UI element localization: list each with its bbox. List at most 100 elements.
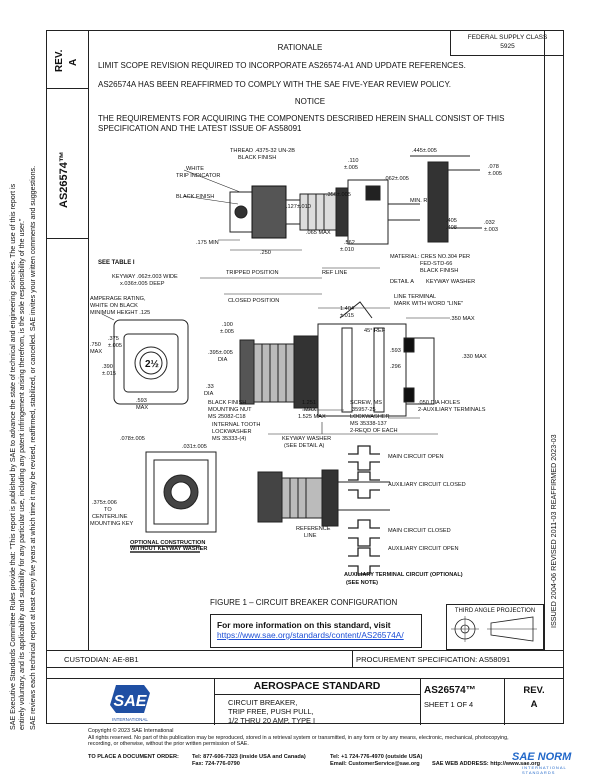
lbl-material-2: FED-STD-66 — [420, 261, 452, 267]
notice-heading: NOTICE — [294, 97, 326, 106]
lbl-d45: 45° REF — [364, 328, 386, 334]
notice-paragraph-2: SPECIFICATION AND THE LATEST ISSUE OF AS… — [98, 124, 302, 133]
lbl-tooth-2: LOCKWASHER — [212, 429, 252, 435]
email[interactable]: Email: CustomerService@sae.org — [330, 761, 420, 767]
left-column: REV. A AS26574™ — [46, 30, 89, 650]
history-vertical: ISSUED 2004-06 REVISED 2011-03 REAFFIRME… — [549, 434, 558, 628]
legal-line-1: SAE Executive Standards Committee Rules … — [9, 183, 17, 730]
web-address[interactable]: SAE WEB ADDRESS: http://www.sae.org — [432, 761, 541, 767]
lbl-tooth-3: MS 35333-(4) — [212, 436, 246, 442]
rationale-heading: RATIONALE — [277, 43, 323, 52]
lbl-main-open: MAIN CIRCUIT OPEN — [388, 454, 444, 460]
custodian-divider — [352, 651, 353, 667]
projection-symbol — [451, 616, 537, 642]
lbl-black-finish-2: BLACK FINISH — [176, 194, 214, 200]
standard-heading: AEROSPACE STANDARD — [214, 679, 420, 695]
lbl-centerline-4: MOUNTING KEY — [90, 521, 133, 527]
custodian-row: CUSTODIAN: AE-8B1 PROCUREMENT SPECIFICAT… — [46, 650, 564, 668]
lbl-d33b: DIA — [204, 391, 214, 397]
lbl-material-1: MATERIAL: CRES NO.304 PER — [390, 254, 470, 260]
lbl-trip-indicator: TRIP INDICATOR — [176, 173, 220, 179]
lbl-aux-open: AUXILIARY CIRCUIT OPEN — [388, 546, 459, 552]
lbl-black-finish: BLACK FINISH — [238, 155, 276, 161]
lbl-d1251: 1.251 — [302, 400, 316, 406]
lbl-d593: .593 — [390, 348, 401, 354]
lbl-screw-4: MS 35338-137 — [350, 421, 387, 427]
doc-cell: AS26574™ SHEET 1 OF 4 — [420, 679, 505, 725]
rights-line: All rights reserved. No part of this pub… — [88, 734, 509, 741]
lbl-line-terminal-1: LINE TERMINAL — [394, 294, 436, 300]
notice-paragraph-1: THE REQUIREMENTS FOR ACQUIRING THE COMPO… — [98, 114, 505, 123]
title-line-1: CIRCUIT BREAKER, — [228, 698, 298, 707]
rev-label: REV. — [523, 685, 545, 696]
lbl-screw-3: LOCKWASHER — [350, 414, 390, 420]
lbl-d005: ±.005 — [344, 165, 358, 171]
lbl-d445: .445±.005 — [412, 148, 437, 154]
lbl-tripped: TRIPPED POSITION — [226, 270, 279, 276]
lbl-d750b: MAX — [90, 349, 102, 355]
lbl-d330: .330 MAX — [462, 354, 487, 360]
lbl-keyway-washer-2: KEYWAY WASHER — [282, 436, 331, 442]
lbl-main-closed: MAIN CIRCUIT CLOSED — [388, 528, 451, 534]
lbl-nut-1: BLACK FINISH — [208, 400, 246, 406]
lbl-nut-3: MS 25082-C18 — [208, 414, 246, 420]
lbl-d750: .750 — [90, 342, 101, 348]
lbl-d100: .100 — [222, 322, 233, 328]
third-angle-projection: THIRD ANGLE PROJECTION — [446, 604, 544, 650]
lbl-d395: .395±.005 — [208, 350, 233, 356]
custodian: CUSTODIAN: AE-8B1 — [64, 655, 139, 664]
lbl-holes-2: 2-AUXILIARY TERMINALS — [418, 407, 486, 413]
circuit-breaker-drawing: THREAD .4375-32 UN-2B BLACK FINISH WHITE… — [90, 148, 502, 586]
lbl-d1404: 1.404 — [340, 306, 354, 312]
title-main: AEROSPACE STANDARD CIRCUIT BREAKER, TRIP… — [214, 679, 421, 725]
lbl-centerline-2: TO — [104, 507, 112, 513]
lbl-screw-1: SCREW, MS — [350, 400, 382, 406]
lbl-d078b: ±.005 — [488, 171, 502, 177]
rationale-paragraph-1: LIMIT SCOPE REVISION REQUIRED TO INCORPO… — [98, 61, 466, 70]
info-link[interactable]: https://www.sae.org/standards/content/AS… — [217, 630, 404, 640]
lbl-d562b: ±.010 — [340, 247, 354, 253]
info-box: For more information on this standard, v… — [210, 614, 422, 648]
rev-cell-bottom: REV. A — [504, 679, 564, 725]
lbl-d390: .390 — [102, 364, 113, 370]
rev-cell: REV. A — [46, 30, 88, 89]
lbl-d390b: ±.015 — [102, 371, 116, 377]
right-column: ISSUED 2004-06 REVISED 2011-03 REAFFIRME… — [544, 30, 565, 650]
watermark: SAE NORM — [512, 751, 572, 763]
lbl-tooth-1: INTERNAL TOOTH — [212, 422, 260, 428]
lbl-d1251b: MAX — [304, 407, 316, 413]
logo-cell: SAE INTERNATIONAL — [46, 679, 215, 725]
lbl-keyway-2: x.036±.005 DEEP — [120, 281, 165, 287]
lbl-d062: .062±.005 — [384, 176, 409, 182]
sae-logo: SAE INTERNATIONAL — [110, 685, 150, 722]
lbl-amp-1: AMPERAGE RATING, — [90, 296, 146, 302]
tel-outside: Tel: +1 724-776-4970 (outside USA) — [330, 754, 423, 760]
lbl-d078: .078 — [488, 164, 499, 170]
info-title: For more information on this standard, v… — [217, 620, 391, 630]
lbl-aux-closed: AUXILIARY CIRCUIT CLOSED — [388, 482, 466, 488]
lbl-optional-2: WITHOUT KEYWAY WASHER — [130, 546, 207, 552]
lbl-line-terminal-2: MARK WITH WORD "LINE" — [394, 301, 463, 307]
copyright-line: Copyright © 2023 SAE International — [88, 728, 174, 734]
watermark-sub: INTERNATIONAL STANDARDS — [522, 765, 567, 775]
tel-usa: Tel: 877-606-7323 (inside USA and Canada… — [192, 754, 306, 760]
drawing-annotations: THREAD .4375-32 UN-2B BLACK FINISH WHITE… — [90, 148, 502, 586]
lbl-d296: .296 — [390, 364, 401, 370]
lbl-amp-2: WHITE ON BLACK — [90, 303, 138, 309]
footer-copyright: Copyright © 2023 SAE International All r… — [88, 728, 564, 748]
lbl-d032b: ±.003 — [484, 227, 498, 233]
lbl-min-r: MIN. R — [410, 198, 427, 204]
doc-number-vertical: AS26574™ — [58, 151, 70, 208]
lbl-d250: .250 — [260, 250, 271, 256]
figure-caption: FIGURE 1 – CIRCUIT BREAKER CONFIGURATION — [210, 598, 398, 607]
federal-supply-class: FEDERAL SUPPLY CLASS 5925 — [450, 30, 564, 56]
rev-label-vertical: REV. — [54, 49, 65, 72]
lbl-white: WHITE — [186, 166, 204, 172]
lbl-amp-3: MINIMUM HEIGHT .125 — [90, 310, 150, 316]
lbl-d395b: DIA — [218, 357, 228, 363]
top-breaker-side-view — [229, 155, 482, 245]
legal-line-3: SAE reviews each technical report at lea… — [29, 165, 37, 730]
title-line-2: TRIP FREE, PUSH PULL, — [228, 707, 314, 716]
federal-line-1: FEDERAL SUPPLY CLASS — [467, 34, 548, 41]
lbl-d33: .33 — [206, 384, 214, 390]
